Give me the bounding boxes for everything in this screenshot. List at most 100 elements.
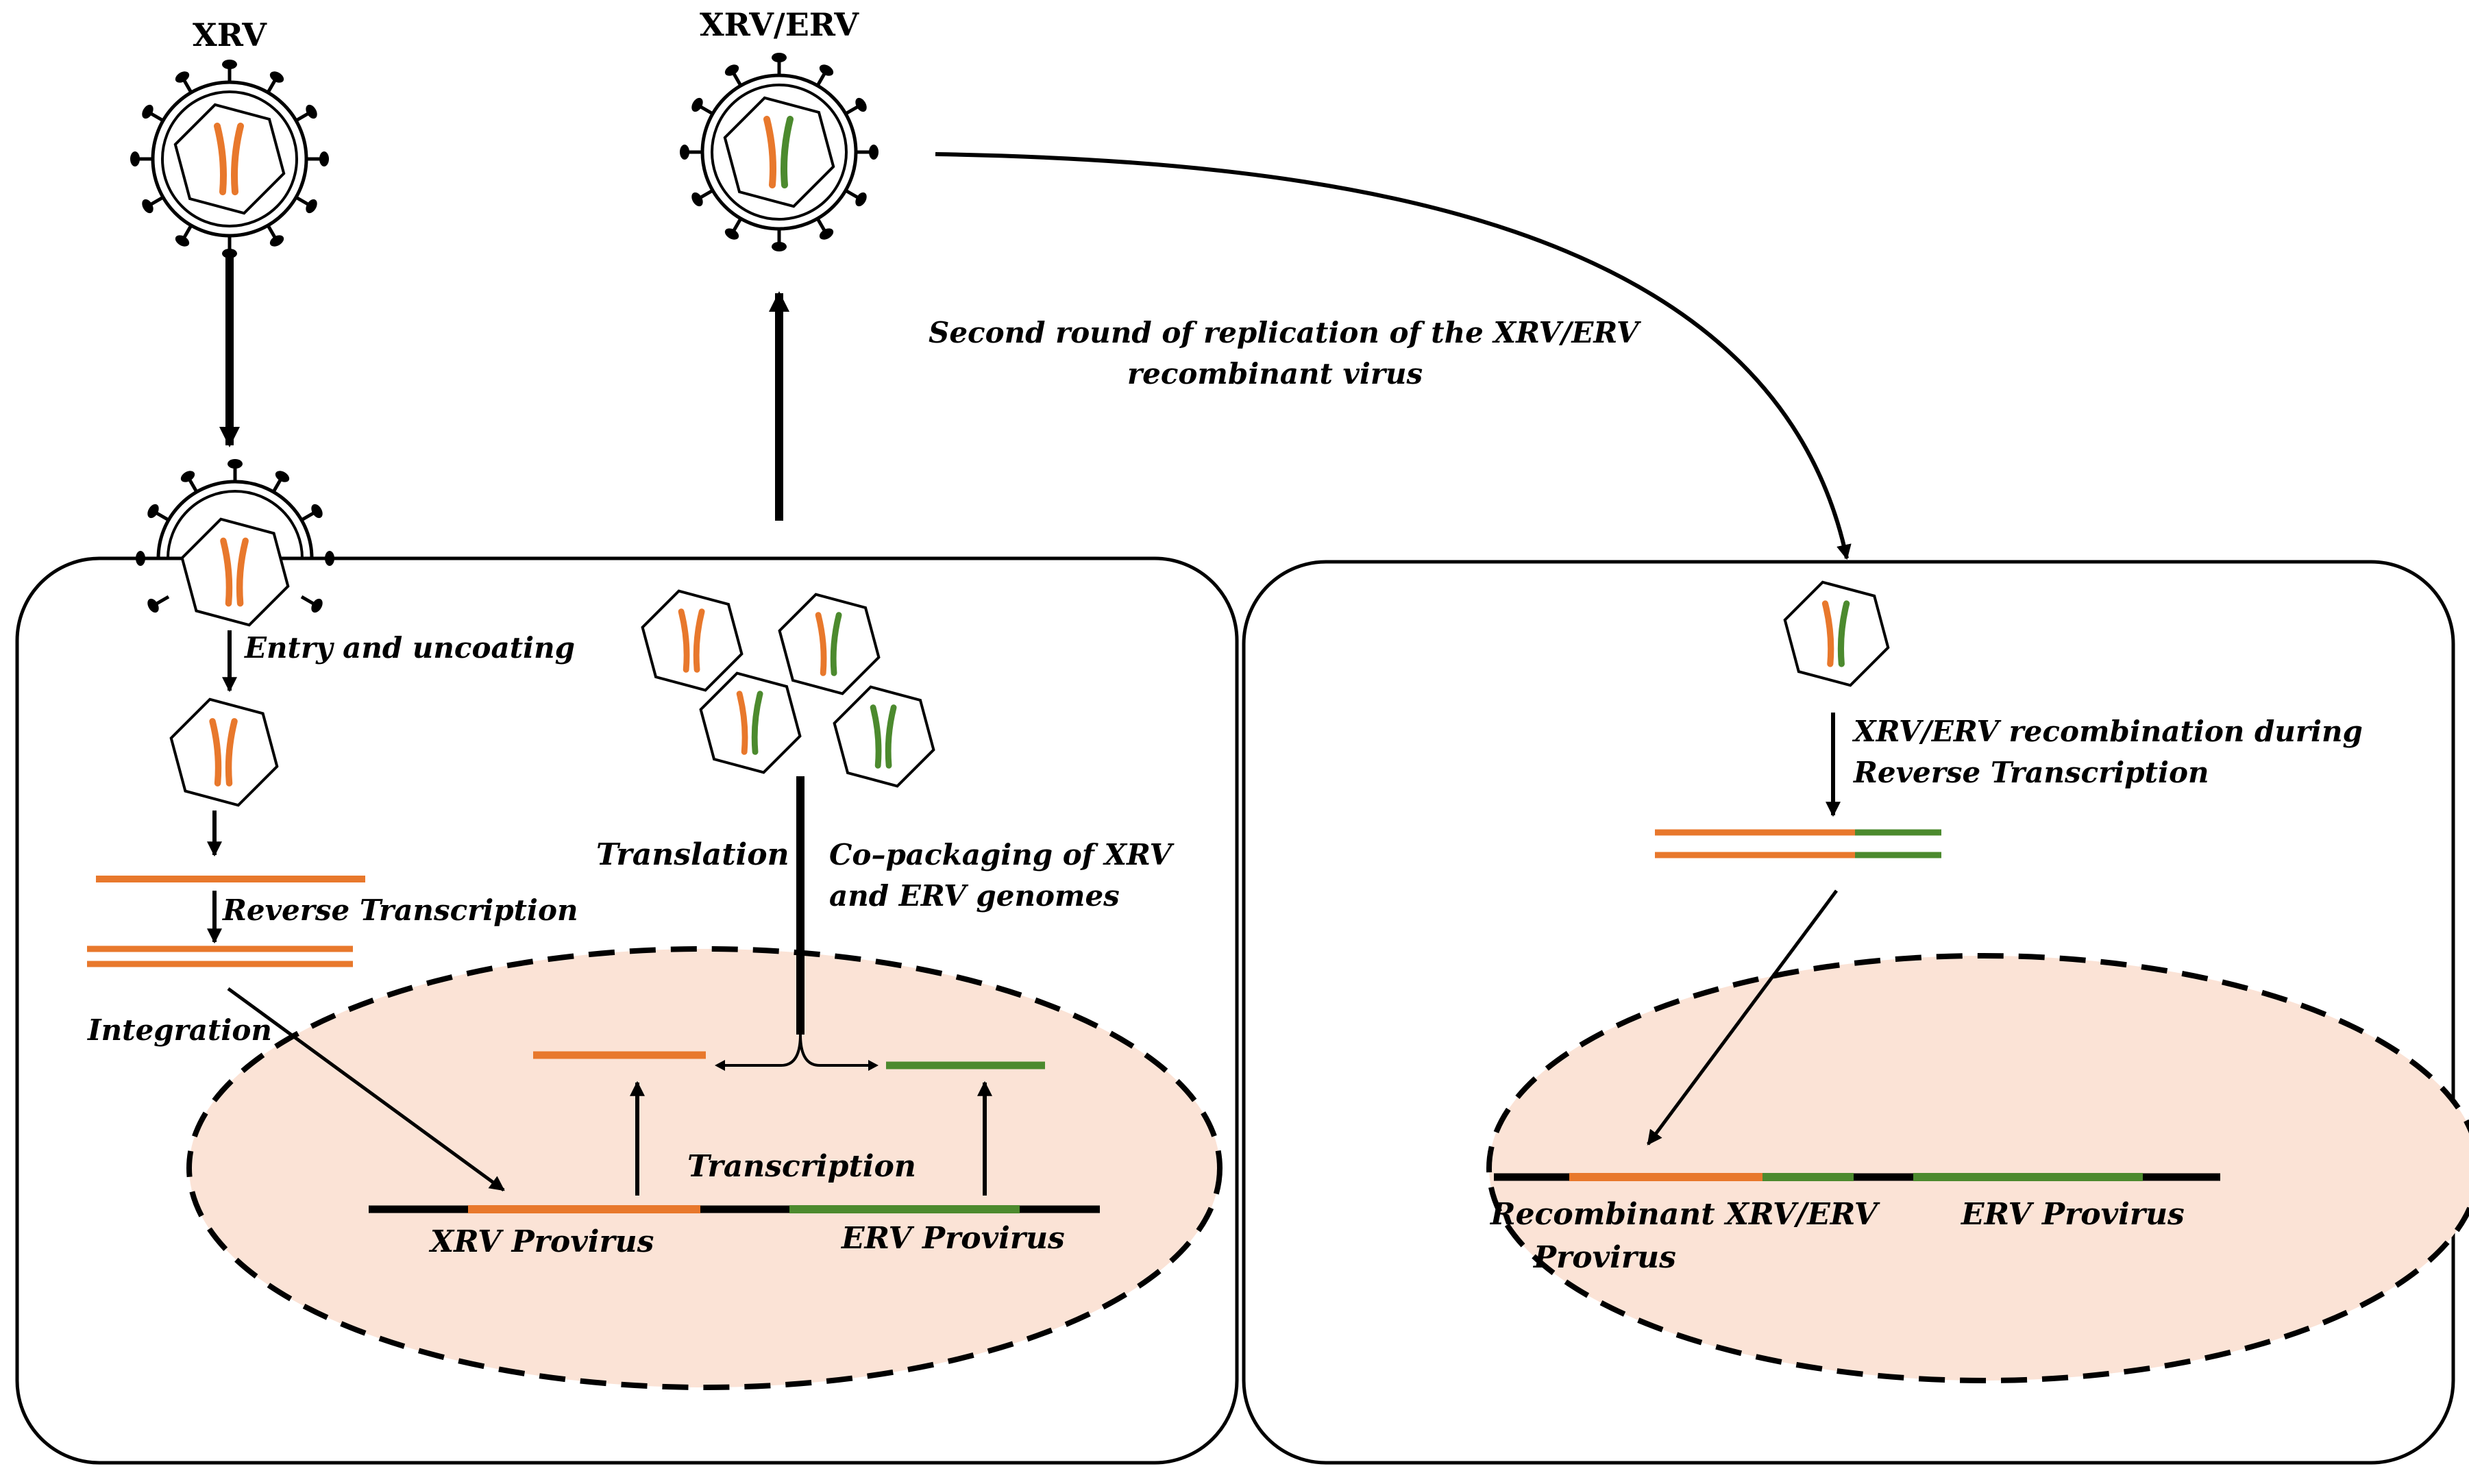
genome-strand [220, 537, 233, 607]
spike-head [228, 459, 243, 469]
spike-head [275, 471, 290, 482]
spike-head [306, 104, 317, 119]
spike-head [311, 504, 323, 519]
left-nucleus [186, 946, 1223, 1390]
spike-head [319, 151, 329, 166]
spike-head [175, 71, 190, 83]
virus-xrv-erv [680, 53, 879, 251]
capsid-hexagon [169, 697, 279, 807]
spike-head [691, 192, 703, 207]
label-transcription: Transcription [687, 1149, 916, 1184]
spike-head [724, 228, 739, 240]
spike-head [680, 145, 689, 160]
capsid-recombinant [1783, 580, 1890, 687]
capsid-packaged-mixed-2 [699, 671, 802, 774]
arrow-second-round [935, 152, 1852, 560]
capsid-uncoated [169, 697, 279, 807]
spike-head [724, 64, 739, 76]
virus-xrv [130, 60, 329, 258]
capsid-hexagon [833, 685, 935, 788]
spike-head [130, 151, 140, 166]
fusing-envelope-inner [167, 490, 304, 559]
capsid-hexagon [723, 96, 835, 208]
genome-strand [231, 123, 244, 195]
genome-strand [830, 612, 842, 676]
genome-strand [815, 612, 827, 676]
genome-strand [1837, 600, 1850, 667]
genome-strand [225, 718, 238, 787]
spike-head [855, 97, 867, 112]
spike-head [819, 64, 834, 76]
capsid-packaged-erv [833, 685, 935, 788]
genome-strand [781, 116, 794, 188]
xrv-erv-title: XRV/ERV [700, 6, 859, 43]
label-integration: Integration [87, 1013, 272, 1047]
capsid-hexagon [180, 517, 290, 627]
packaging-bracket-left-head [715, 1060, 725, 1071]
spike-head [269, 71, 284, 83]
packaging-bracket-right-head [868, 1060, 879, 1071]
spike-head [869, 145, 879, 160]
capsid-hexagon [173, 103, 286, 215]
label-copackaging-1: Co–packaging of XRV [829, 838, 1175, 871]
capsid-packaged-mixed-1 [778, 593, 881, 695]
genome-strand [1821, 600, 1834, 667]
spike-head [180, 471, 195, 482]
label-copackaging-2: and ERV genomes [829, 879, 1120, 913]
label-erv-provirus-left: ERV Provirus [840, 1221, 1065, 1256]
genome-strand [236, 537, 249, 607]
genome-strand [209, 718, 222, 787]
genome-strand [736, 691, 748, 755]
label-recombinant-provirus-1: Recombinant XRV/ERV [1489, 1197, 1880, 1232]
genome-strand [214, 123, 227, 195]
arrow-recombinant-integration [1646, 889, 1839, 1146]
label-recombination-1: XRV/ERV recombination during [1852, 715, 2363, 748]
spike-head [147, 598, 159, 613]
spike-head [147, 504, 159, 519]
right-nucleus [1486, 953, 2469, 1383]
label-xrv-provirus: XRV Provirus [428, 1224, 654, 1259]
spike-head [222, 249, 237, 258]
spike-head [855, 192, 867, 207]
spike-head [175, 235, 190, 247]
left-cell [15, 556, 1239, 1465]
genome-strand [678, 608, 690, 673]
fusing-envelope-outer [156, 480, 314, 559]
capsid-hexagon [778, 593, 881, 695]
spike-head [691, 97, 703, 112]
label-translation: Translation [596, 837, 789, 872]
capsid-packaged-xrv-1 [641, 589, 744, 692]
genome-strand [693, 608, 705, 673]
spike-head [311, 598, 323, 613]
label-entry: Entry and uncoating [244, 631, 575, 665]
genome-strand [885, 704, 897, 769]
virus-budding-membrane [136, 459, 334, 627]
spike-head [772, 242, 787, 251]
spike-head [142, 199, 153, 214]
label-recombination-2: Reverse Transcription [1853, 756, 2209, 789]
capsid-hexagon [1783, 580, 1890, 687]
spike-head [142, 104, 153, 119]
label-reverse-transcription: Reverse Transcription [222, 893, 578, 927]
envelope-inner [711, 84, 848, 221]
spike-head [222, 60, 237, 69]
right-cell [1242, 560, 2455, 1465]
label-erv-provirus-right: ERV Provirus [1960, 1197, 2185, 1232]
envelope-inner [161, 90, 298, 227]
capsid-hexagon [699, 671, 802, 774]
genome-strand [751, 691, 763, 755]
genome-strand [870, 704, 882, 769]
arrow-integration [227, 987, 505, 1192]
packaging-bracket [723, 1034, 870, 1067]
spike-head [772, 53, 787, 62]
spike-head [136, 551, 145, 566]
label-second-round-1: Second round of replication of the XRV/E… [929, 316, 1642, 349]
genome-strand [763, 116, 776, 188]
capsid-hexagon [641, 589, 744, 692]
label-second-round-2: recombinant virus [1127, 357, 1423, 391]
spike-head [325, 551, 334, 566]
spike-head [269, 235, 284, 247]
xrv-title: XRV [193, 16, 267, 53]
